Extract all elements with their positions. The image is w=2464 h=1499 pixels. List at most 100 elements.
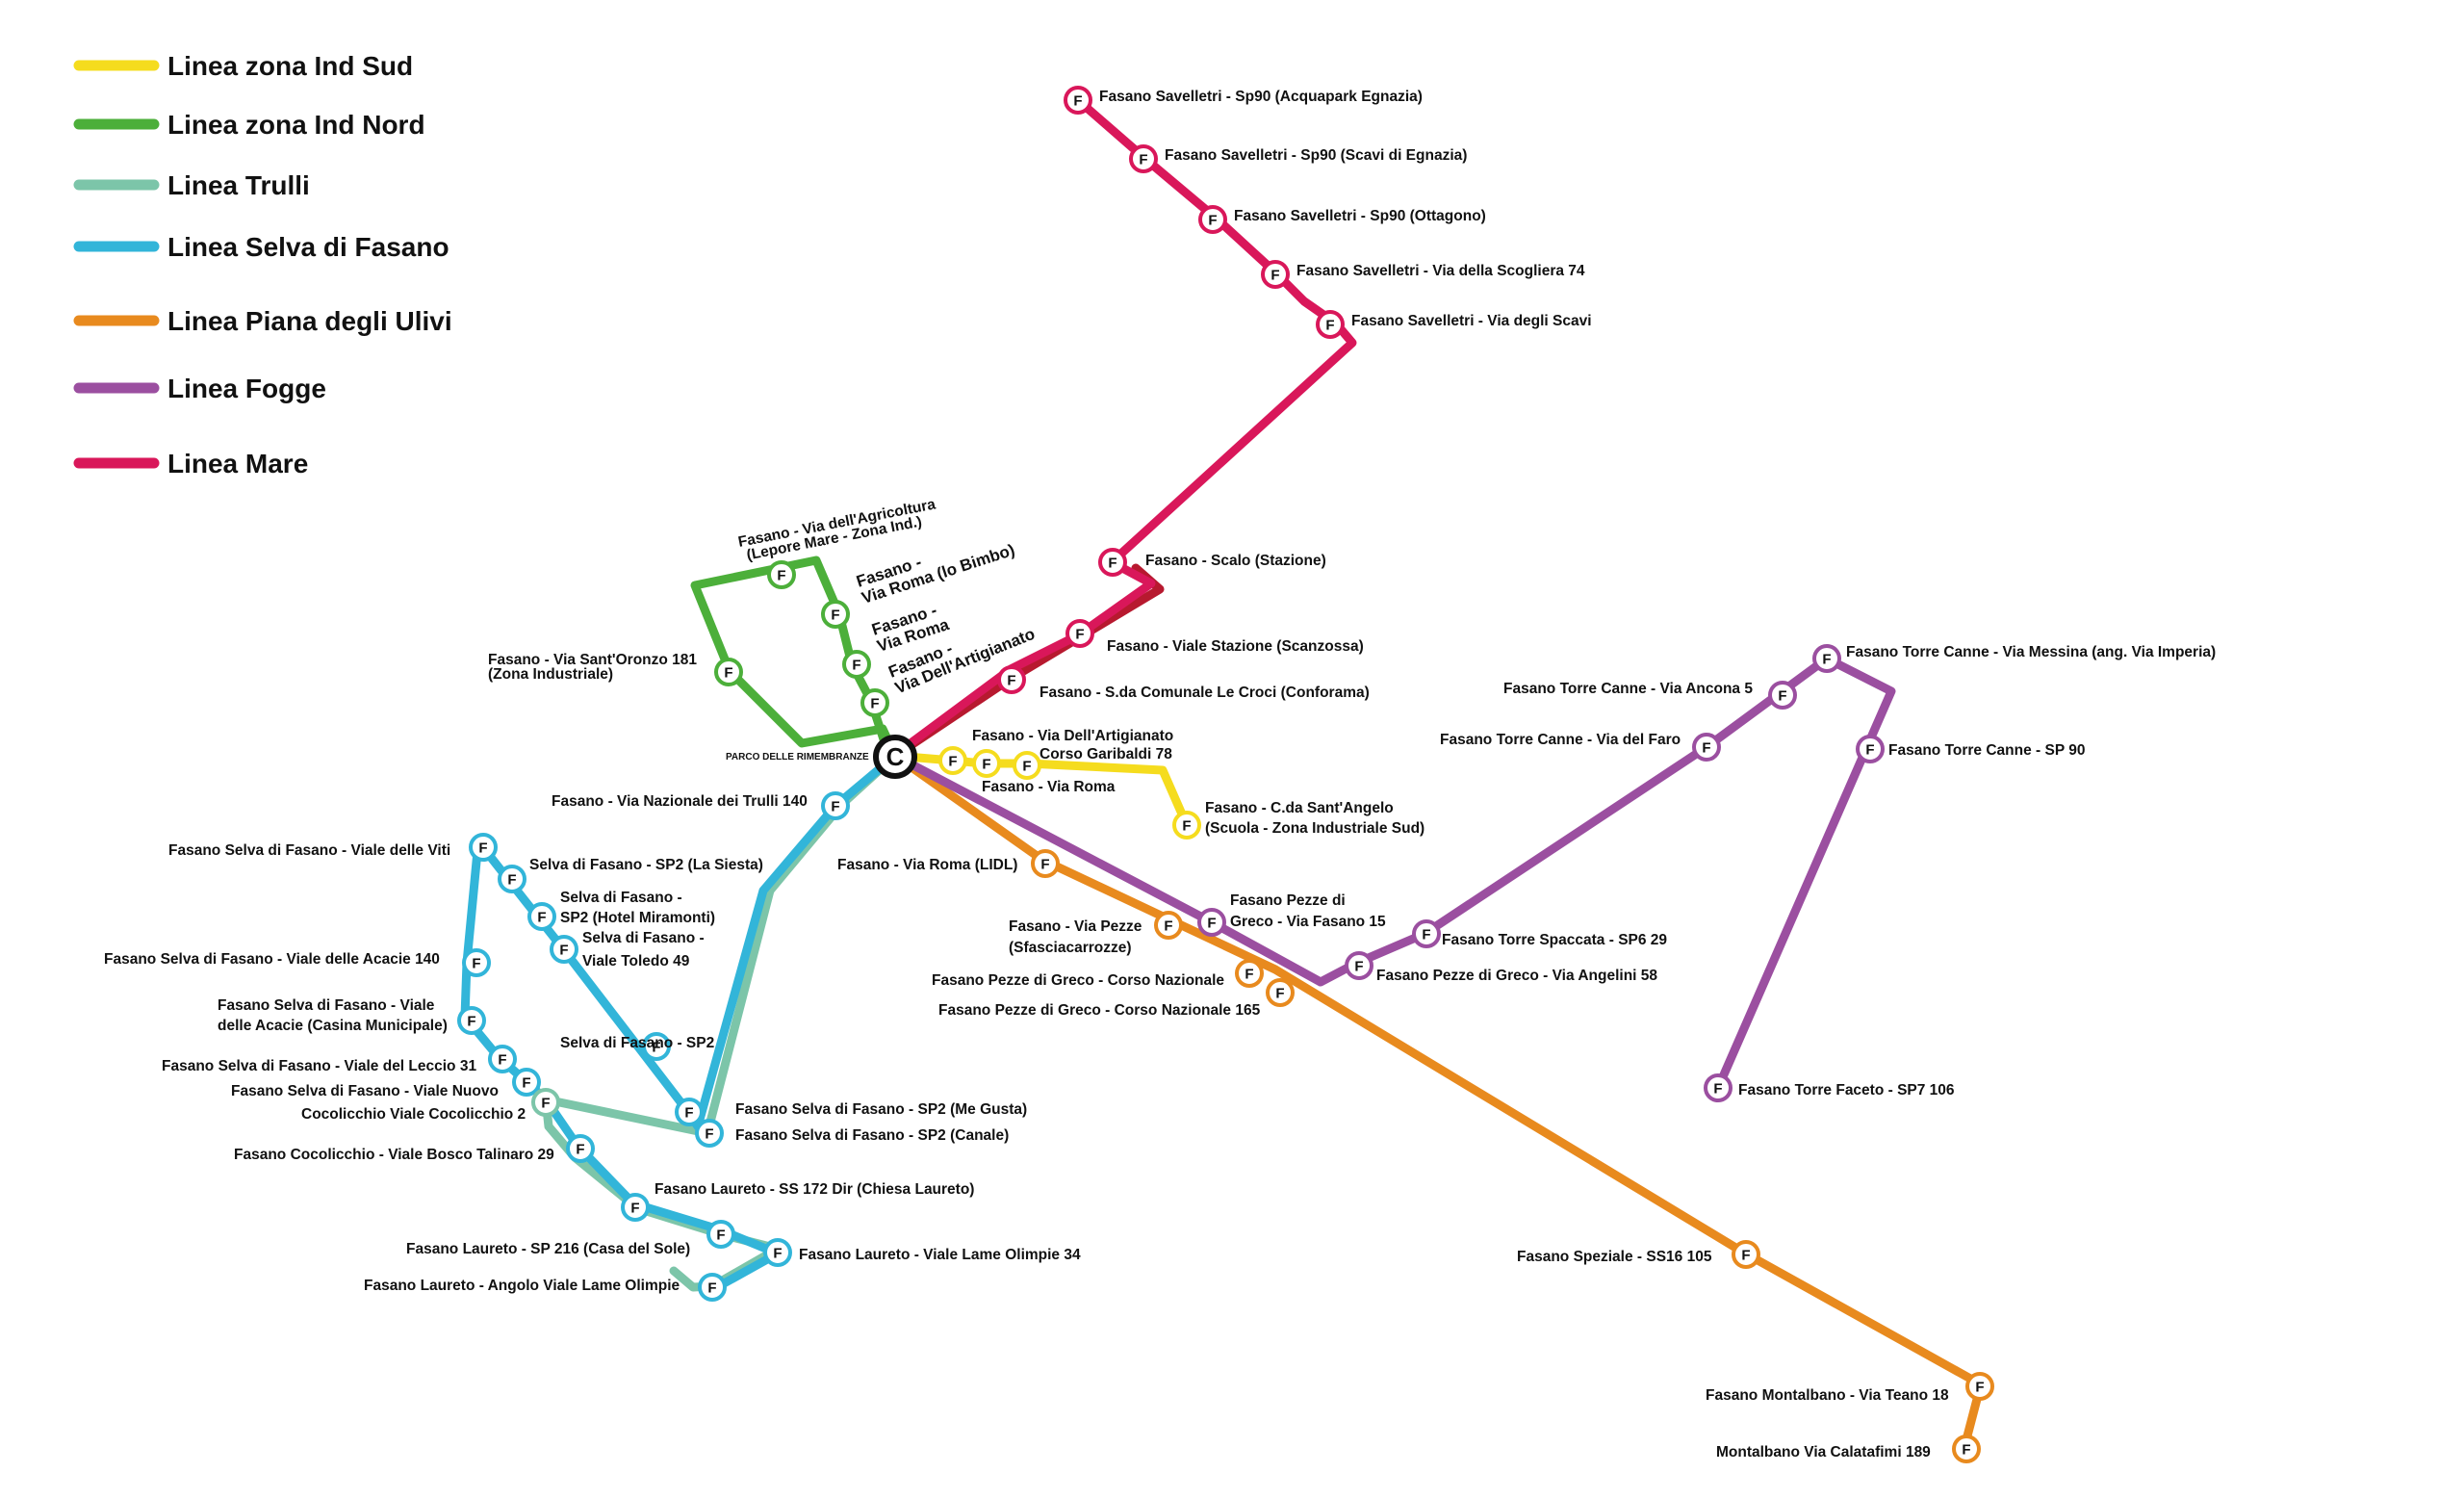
svg-text:F: F — [467, 1014, 475, 1030]
svg-text:F: F — [1422, 927, 1430, 943]
hub-station[interactable]: C PARCO DELLE RIMEMBRANZE — [726, 735, 917, 779]
legend-label-ind-sud: Linea zona Ind Sud — [167, 51, 413, 81]
svg-text:Fasano Torre Canne - SP 90: Fasano Torre Canne - SP 90 — [1888, 742, 2085, 759]
svg-text:F: F — [630, 1201, 639, 1217]
stop[interactable]: F Cocolicchio Viale Cocolicchio 2 — [301, 1088, 560, 1123]
svg-text:F: F — [507, 872, 516, 889]
stop[interactable]: F Fasano Savelletri - Sp90 (Scavi di Egn… — [1129, 144, 1467, 173]
svg-text:F: F — [1108, 556, 1116, 572]
legend-label-selva: Linea Selva di Fasano — [167, 232, 449, 262]
stop[interactable]: F Fasano Selva di Fasano - Viale delle A… — [218, 997, 486, 1035]
route-line-trulli — [541, 751, 900, 1292]
stop[interactable]: F Fasano Savelletri - Via della Scoglier… — [1261, 260, 1585, 289]
stop[interactable]: F Selva di Fasano - SP2 (Hotel Miramonti… — [527, 890, 715, 931]
svg-text:F: F — [1022, 759, 1031, 775]
legend-label-fogge: Linea Fogge — [167, 374, 326, 403]
svg-text:F: F — [1741, 1248, 1750, 1264]
stop[interactable]: F Selva di Fasano - Viale Toledo 49 — [550, 930, 705, 969]
stop[interactable]: F Fasano - S.da Comunale Le Croci (Confo… — [997, 665, 1370, 701]
stop[interactable]: F Fasano - Via Roma (LIDL) — [837, 849, 1060, 878]
svg-text:Fasano Savelletri - Sp90 (Acqu: Fasano Savelletri - Sp90 (Acquapark Egna… — [1099, 89, 1423, 105]
svg-text:F: F — [541, 1096, 550, 1112]
stop[interactable]: F Fasano - Via Nazionale dei Trulli 140 — [552, 791, 850, 820]
stop[interactable]: F Fasano Speziale - SS16 105 — [1517, 1240, 1760, 1269]
svg-text:(Scuola - Zona Industriale Sud: (Scuola - Zona Industriale Sud) — [1205, 820, 1424, 837]
svg-text:Fasano Selva di Fasano - Viale: Fasano Selva di Fasano - Viale del Lecci… — [162, 1058, 476, 1074]
svg-text:Fasano Selva di Fasano - Viale: Fasano Selva di Fasano - Viale delle Aca… — [104, 951, 440, 968]
svg-text:Fasano Montalbano - Via Teano: Fasano Montalbano - Via Teano 18 — [1706, 1387, 1949, 1404]
svg-text:Fasano Selva di Fasano - Viale: Fasano Selva di Fasano - Viale delle Vit… — [168, 842, 450, 859]
svg-text:Fasano - Scalo (Stazione): Fasano - Scalo (Stazione) — [1145, 553, 1326, 569]
stop[interactable]: F Fasano Torre Canne - Via Ancona 5 — [1503, 681, 1797, 710]
svg-text:Montalbano Via Calatafimi 189: Montalbano Via Calatafimi 189 — [1716, 1444, 1931, 1460]
stop[interactable]: F Montalbano Via Calatafimi 189 — [1716, 1434, 1981, 1463]
svg-text:F: F — [498, 1052, 506, 1069]
svg-text:F: F — [576, 1142, 584, 1158]
svg-text:Greco - Via Fasano 15: Greco - Via Fasano 15 — [1230, 914, 1386, 930]
stop[interactable]: F Fasano Selva di Fasano - Viale Nuovo — [231, 1068, 541, 1099]
stop[interactable]: F Selva di Fasano - SP2 (La Siesta) — [498, 857, 763, 893]
stop[interactable]: F Fasano - Via Dell'Artigianato — [938, 728, 1173, 775]
svg-text:F: F — [777, 568, 785, 584]
stop[interactable]: F Fasano Torre Spaccata - SP6 29 — [1412, 919, 1667, 948]
stop[interactable]: F Fasano Selva di Fasano - Viale del Lec… — [162, 1045, 517, 1074]
svg-text:F: F — [652, 1040, 660, 1056]
stop[interactable]: F Fasano Laureto - SS 172 Dir (Chiesa La… — [621, 1181, 974, 1222]
stop[interactable]: F Fasano Pezze di Greco - Corso Nazional… — [938, 978, 1295, 1019]
stop[interactable]: F Fasano Selva di Fasano - SP2 (Me Gusta… — [675, 1098, 1027, 1126]
svg-text:F: F — [1245, 967, 1253, 983]
stop[interactable]: F Fasano - Scalo (Stazione) — [1098, 548, 1326, 577]
stop[interactable]: F Selva di Fasano - SP2 — [560, 1032, 714, 1061]
svg-text:Fasano Torre Spaccata - SP6 29: Fasano Torre Spaccata - SP6 29 — [1442, 932, 1667, 948]
svg-text:Fasano - Via Roma: Fasano - Via Roma — [982, 779, 1116, 795]
stop[interactable]: F Fasano Pezze di Greco - Corso Nazional… — [932, 959, 1264, 989]
svg-text:F: F — [982, 757, 990, 773]
stop[interactable]: F Fasano Savelletri - Via degli Scavi — [1316, 310, 1592, 339]
stop[interactable]: F Fasano - Viale Stazione (Scanzossa) — [1065, 619, 1364, 655]
stop[interactable]: F Fasano Pezze di Greco - Via Fasano 15 — [1197, 892, 1386, 937]
svg-text:F: F — [724, 665, 732, 682]
stop[interactable]: F Corso Garibaldi 78 — [972, 746, 1172, 778]
svg-text:Fasano Torre Canne - Via del F: Fasano Torre Canne - Via del Faro — [1440, 732, 1681, 748]
stop[interactable]: F Fasano Selva di Fasano - Viale delle V… — [168, 833, 498, 862]
stop[interactable]: F Fasano Torre Canne - Via Messina (ang.… — [1812, 644, 2216, 673]
svg-text:F: F — [1702, 740, 1710, 757]
svg-text:Fasano - Via Pezze: Fasano - Via Pezze — [1009, 918, 1142, 935]
stop[interactable]: F Fasano Selva di Fasano - Viale delle A… — [104, 948, 491, 977]
stop[interactable]: F Fasano Laureto - Viale Lame Olimpie 34 — [763, 1238, 1081, 1267]
stop[interactable]: F Fasano Savelletri - Sp90 (Acquapark Eg… — [1064, 86, 1423, 115]
stop[interactable]: F Fasano - Via Roma — [982, 751, 1116, 795]
stop[interactable]: F Fasano - Via Pezze (Sfasciacarrozze) — [1009, 911, 1183, 956]
svg-text:Fasano Selva di Fasano - SP2 (: Fasano Selva di Fasano - SP2 (Canale) — [735, 1127, 1009, 1144]
svg-text:F: F — [1270, 268, 1279, 284]
svg-text:Fasano Savelletri - Via degli: Fasano Savelletri - Via degli Scavi — [1351, 313, 1592, 329]
stop[interactable]: F Fasano Savelletri - Sp90 (Ottagono) — [1198, 205, 1486, 234]
svg-text:Fasano - Via Nazionale dei Tru: Fasano - Via Nazionale dei Trulli 140 — [552, 793, 808, 810]
svg-text:Fasano Laureto - SS 172 Dir (C: Fasano Laureto - SS 172 Dir (Chiesa Laur… — [654, 1181, 974, 1198]
svg-text:F: F — [1075, 627, 1084, 643]
svg-text:F: F — [1975, 1380, 1984, 1396]
stop[interactable]: F Fasano Laureto - Angolo Viale Lame Oli… — [364, 1273, 727, 1302]
route-line-selva — [460, 751, 900, 1292]
stop[interactable]: F Fasano Montalbano - Via Teano 18 — [1706, 1372, 1994, 1404]
stop[interactable]: F Fasano Torre Canne - Via del Faro — [1440, 732, 1721, 762]
svg-text:F: F — [852, 658, 860, 674]
svg-text:F: F — [1354, 959, 1363, 975]
svg-text:C: C — [886, 742, 905, 771]
legend-label-trulli: Linea Trulli — [167, 170, 310, 200]
stop[interactable]: F Fasano Torre Faceto - SP7 106 — [1704, 1073, 1955, 1102]
svg-text:F: F — [1040, 857, 1049, 873]
stop[interactable]: F Fasano Torre Canne - SP 90 — [1856, 735, 2085, 763]
svg-text:Selva di Fasano -: Selva di Fasano - — [560, 890, 682, 906]
svg-text:Fasano Pezze di Greco - Corso: Fasano Pezze di Greco - Corso Nazionale … — [938, 1002, 1261, 1019]
stop[interactable]: F Fasano Pezze di Greco - Via Angelini 5… — [1345, 951, 1657, 984]
svg-text:Fasano Savelletri - Sp90 (Scav: Fasano Savelletri - Sp90 (Scavi di Egnaz… — [1165, 147, 1467, 164]
stop[interactable]: F Fasano - Via Sant'Oronzo 181 (Zona Ind… — [488, 652, 743, 686]
stop[interactable]: F Fasano - C.da Sant'Angelo (Scuola - Zo… — [1172, 800, 1424, 840]
stop[interactable]: F Fasano Cocolicchio - Viale Bosco Talin… — [234, 1134, 595, 1163]
stop[interactable]: F Fasano Laureto - SP 216 (Casa del Sole… — [406, 1220, 735, 1257]
svg-text:Fasano Selva di Fasano - Viale: Fasano Selva di Fasano - Viale — [218, 997, 435, 1014]
svg-text:Fasano Savelletri - Via della: Fasano Savelletri - Via della Scogliera … — [1296, 263, 1585, 279]
stop[interactable]: F Fasano Selva di Fasano - SP2 (Canale) — [695, 1119, 1009, 1148]
svg-text:F: F — [522, 1075, 530, 1092]
